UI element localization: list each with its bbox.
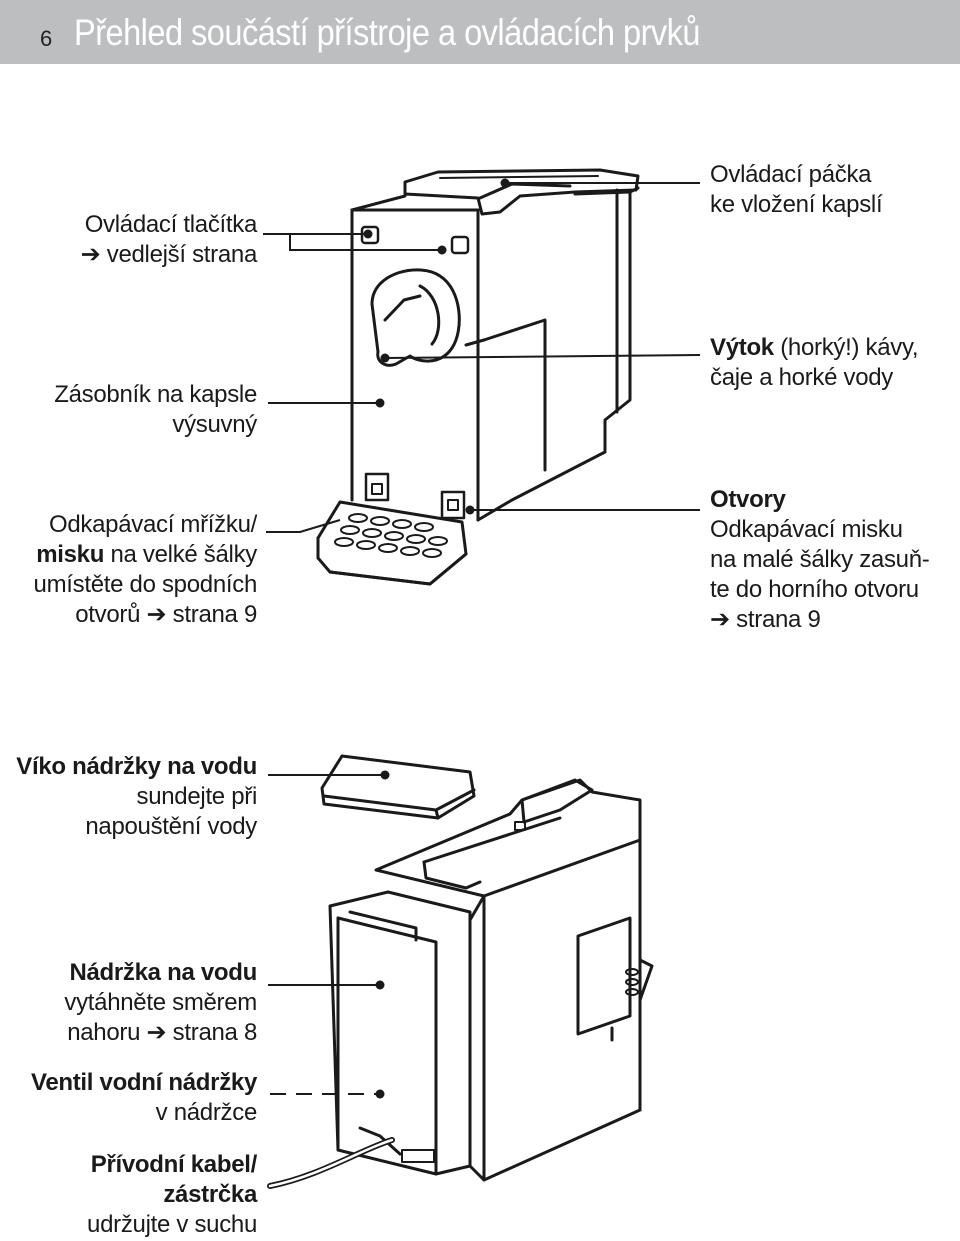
page-title: Přehled součástí přístroje a ovládacích …: [74, 12, 700, 53]
arrow-icon: ➔: [710, 606, 730, 633]
label-tank-valve: Ventil vodní nádržky v nádržce: [31, 1068, 257, 1128]
spout-title: Výtok: [710, 334, 774, 361]
arrow-icon: ➔: [146, 601, 167, 628]
control-lever-title: Ovládací páčka: [710, 161, 872, 188]
lid-title: Víko nádržky na vodu: [16, 753, 257, 780]
openings-line2: Odkapávací misku: [710, 516, 903, 543]
arrow-icon: ➔: [80, 241, 101, 268]
page-number: 6: [40, 26, 53, 51]
water-tank-lid-drawing: [320, 754, 476, 820]
label-water-tank-lid: Víko nádržky na vodu sundejte při napouš…: [16, 752, 257, 842]
leader-lines: [263, 182, 701, 1095]
page-header: 6 Přehled součástí přístroje a ovládacíc…: [0, 0, 960, 64]
tank-ref: strana 8: [166, 1019, 258, 1046]
spout-line1: (horký!) kávy,: [773, 334, 919, 361]
label-power-cable: Přívodní kabel/ zástrčka udržujte v such…: [87, 1150, 257, 1240]
spout-line2: čaje a horké vody: [710, 364, 894, 391]
openings-title: Otvory: [710, 486, 786, 513]
label-capsule-container: Zásobník na kapsle výsuvný: [54, 380, 257, 440]
control-lever-sub: ke vložení kapslí: [710, 191, 883, 218]
label-drip-tray: Odkapávací mřížku/ misku na velké šálky …: [33, 510, 258, 630]
tank-line2: vytáhněte směrem: [64, 989, 257, 1016]
drip-tray-title: Odkapávací mřížku/: [48, 511, 257, 538]
tank-line3: nahoru: [67, 1019, 147, 1046]
control-buttons-ref: vedlejší strana: [106, 241, 258, 268]
drip-tray-line2: na velké šálky: [104, 541, 257, 568]
label-openings: Otvory Odkapávací misku na malé šálky za…: [710, 485, 930, 635]
label-control-lever: Ovládací páčka ke vložení kapslí: [710, 160, 883, 220]
label-control-buttons: Ovládací tlačítka ➔ vedlejší strana: [80, 210, 258, 270]
label-spout: Výtok (horký!) kávy, čaje a horké vody: [710, 333, 919, 393]
cable-title: Přívodní kabel/: [90, 1151, 258, 1178]
arrow-icon: ➔: [146, 1019, 167, 1046]
drip-tray-line3: umístěte do spodních: [33, 571, 258, 598]
capsule-container-sub: výsuvný: [172, 411, 257, 438]
label-water-tank: Nádržka na vodu vytáhněte směrem nahoru …: [64, 958, 257, 1048]
lid-line2: sundejte při: [136, 783, 258, 810]
lid-line3: napouštění vody: [85, 813, 257, 840]
drip-tray-line4: otvorů: [75, 601, 147, 628]
cable-title-2: zástrčka: [163, 1181, 257, 1208]
leader-dots: [363, 178, 510, 1099]
drip-tray-ref: strana 9: [166, 601, 258, 628]
drip-tray-title-bold: misku: [36, 541, 105, 568]
capsule-container-title: Zásobník na kapsle: [54, 381, 257, 408]
openings-line3: na malé šálky zasuň-: [710, 546, 930, 573]
machine-back-view: [267, 778, 654, 1189]
valve-title: Ventil vodní nádržky: [30, 1069, 257, 1096]
valve-line2: v nádržce: [155, 1099, 258, 1126]
openings-ref: strana 9: [729, 606, 821, 633]
openings-line4: te do horního otvoru: [710, 576, 919, 603]
tank-title: Nádržka na vodu: [69, 959, 257, 986]
cable-line3: udržujte v suchu: [87, 1211, 257, 1238]
control-buttons-title: Ovládací tlačítka: [84, 211, 258, 238]
